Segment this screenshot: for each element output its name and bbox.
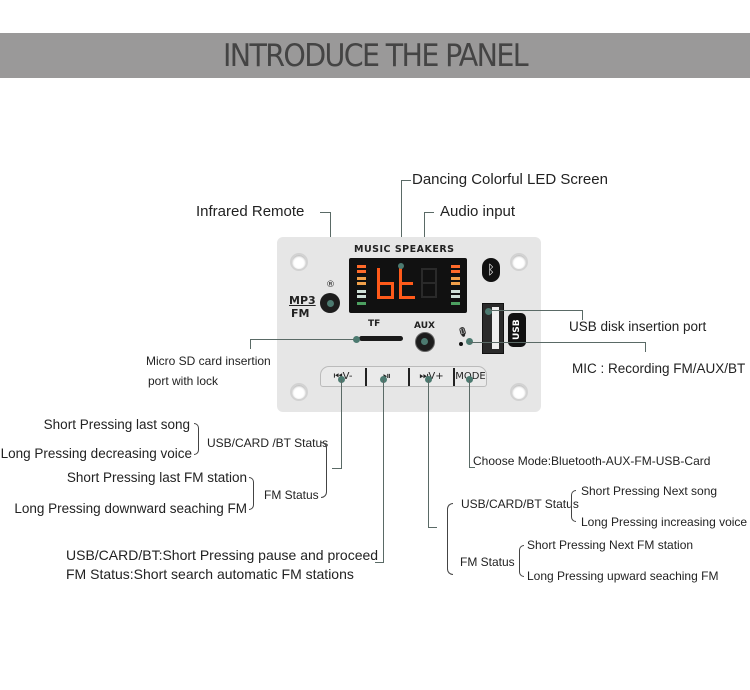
next-vol-up-button[interactable]: ⏭V+: [419, 371, 444, 382]
leader-line: [489, 310, 583, 312]
play-fm-label: FM Status:Short search automatic FM stat…: [66, 566, 354, 582]
infrared-remote-label: Infrared Remote: [196, 203, 305, 220]
next-fm-short: Short Pressing Next FM station: [527, 538, 694, 552]
usb-port[interactable]: [482, 303, 504, 354]
micro-sd-label: Micro SD card insertion: [146, 354, 271, 368]
brace: [447, 503, 453, 575]
next-fm-status: FM Status: [460, 555, 515, 569]
brace: [321, 442, 327, 498]
next-usb-status: USB/CARD/BT Status: [461, 497, 579, 511]
mount-hole: [510, 383, 528, 401]
prev-usb-long: Long Pressing decreasing voice: [0, 446, 192, 461]
next-usb-short: Short Pressing Next song: [581, 484, 718, 498]
panel-title: MUSIC SPEAKERS: [354, 244, 455, 255]
leader-line: [401, 180, 403, 266]
mode-label: Choose Mode:Bluetooth-AUX-FM-USB-Card: [473, 454, 711, 468]
leader-line: [320, 212, 331, 214]
bluetooth-icon: ᛒ: [482, 258, 500, 282]
aux-label: AUX: [414, 321, 435, 331]
mic-hole: [459, 342, 463, 346]
usb-port-label: USB disk insertion port: [569, 319, 707, 334]
brace: [249, 477, 254, 510]
mic-label: MIC : Recording FM/AUX/BT: [572, 361, 746, 376]
led-screen-label: Dancing Colorful LED Screen: [412, 171, 608, 188]
brace: [571, 490, 576, 522]
mount-hole: [290, 253, 308, 271]
prev-fm-short: Short Pressing last FM station: [66, 470, 247, 485]
mic-icon: 🎙: [457, 328, 469, 338]
led-display: [349, 258, 467, 313]
tf-card-slot[interactable]: [359, 336, 403, 341]
play-pause-icon: ⏯: [383, 371, 391, 382]
prev-usb-status: USB/CARD /BT Status: [207, 436, 329, 450]
prev-fm-status: FM Status: [264, 488, 319, 502]
next-icon: ⏭: [419, 371, 429, 382]
mount-hole: [290, 383, 308, 401]
fm-label: FM: [291, 307, 310, 320]
micro-sd-label-2: port with lock: [148, 374, 219, 388]
leader-line: [424, 212, 434, 214]
play-usb-label: USB/CARD/BT:Short Pressing pause and pro…: [66, 547, 379, 563]
audio-input-label: Audio input: [440, 203, 516, 220]
tf-label: TF: [368, 319, 381, 329]
play-pause-button[interactable]: ⏯: [367, 367, 407, 386]
button-row: ⏮V- ⏯ ⏭V+ MODE: [320, 366, 487, 387]
brace: [519, 545, 524, 577]
mount-hole: [510, 253, 528, 271]
next-usb-long: Long Pressing increasing voice: [581, 515, 748, 529]
prev-fm-long: Long Pressing downward seaching FM: [14, 501, 247, 516]
leader-line: [250, 339, 354, 341]
page-title: INTRODUCE THE PANEL: [223, 38, 529, 74]
title-banner: INTRODUCE THE PANEL: [0, 33, 750, 78]
leader-line: [469, 342, 646, 344]
leader-line: [401, 180, 411, 182]
ir-mark: ®: [326, 280, 335, 290]
prev-usb-short: Short Pressing last song: [43, 417, 190, 432]
mp3-label: MP3: [289, 294, 316, 307]
brace: [194, 423, 199, 455]
next-fm-long: Long Pressing upward seaching FM: [527, 569, 719, 583]
